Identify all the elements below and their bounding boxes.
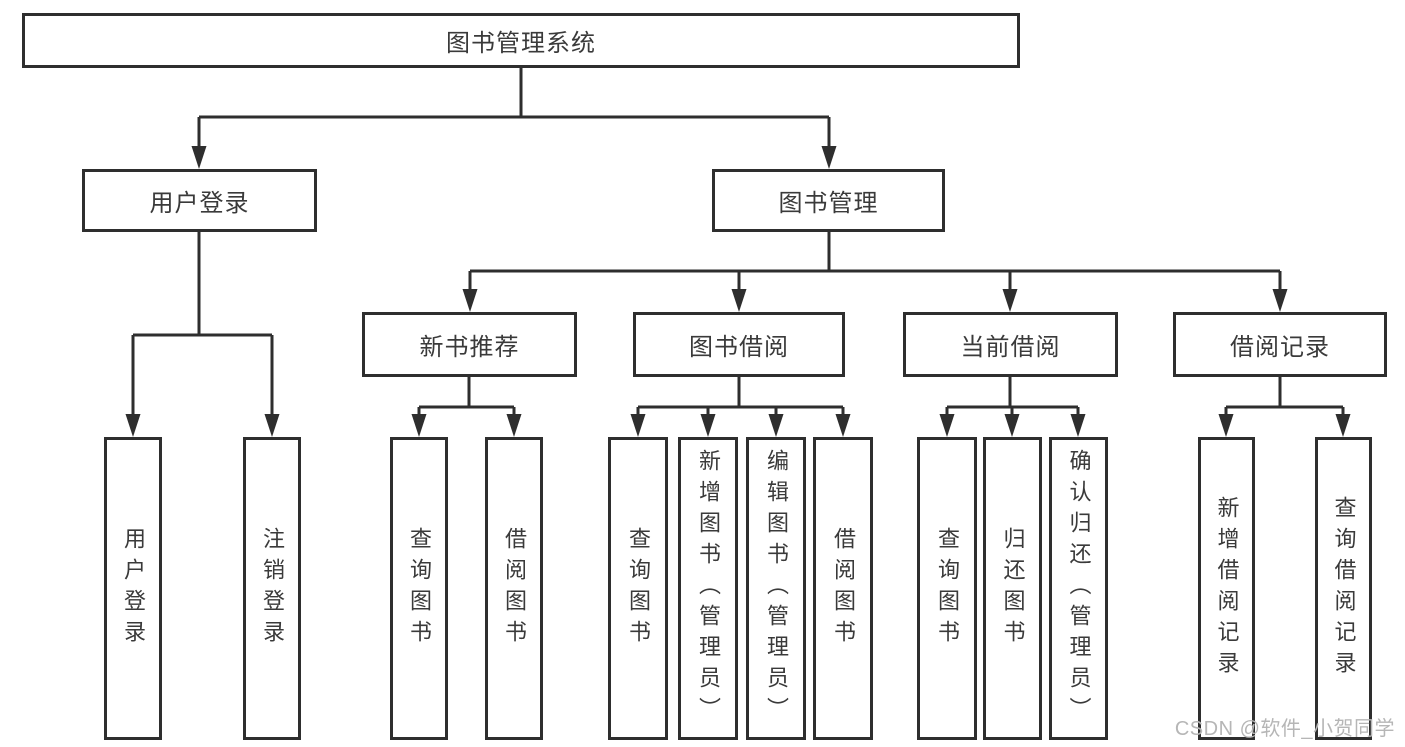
leaf-add-books-admin: 新增图书（管理员） — [678, 437, 738, 740]
node-current-borrowing-label: 当前借阅 — [960, 334, 1061, 361]
node-library-management-system-label: 图书管理系统 — [446, 30, 596, 57]
node-borrowing-records-label: 借阅记录 — [1230, 334, 1330, 361]
leaf-borrow-books-recommend-label: 借阅图书 — [502, 526, 527, 651]
leaf-query-books-borrowing-label: 查询图书 — [626, 526, 651, 651]
leaf-query-books-recommend-label: 查询图书 — [407, 526, 432, 651]
leaf-add-books-admin-label: 新增图书（管理员） — [696, 449, 721, 728]
node-current-borrowing: 当前借阅 — [903, 312, 1118, 377]
leaf-confirm-return-admin-label: 确认归还（管理员） — [1066, 449, 1092, 728]
node-user-login-label: 用户登录 — [149, 190, 250, 217]
leaf-query-borrow-record: 查询借阅记录 — [1315, 437, 1372, 740]
node-new-book-recommendation: 新书推荐 — [362, 312, 577, 377]
leaf-logout: 注销登录 — [243, 437, 301, 740]
node-book-management-label: 图书管理 — [778, 190, 879, 217]
node-book-borrowing-label: 图书借阅 — [689, 334, 789, 361]
leaf-query-books-current: 查询图书 — [917, 437, 977, 740]
node-user-login: 用户登录 — [82, 169, 317, 232]
node-book-borrowing: 图书借阅 — [633, 312, 845, 377]
leaf-query-books-borrowing: 查询图书 — [608, 437, 668, 740]
leaf-query-books-recommend: 查询图书 — [390, 437, 448, 740]
leaf-borrow-books-recommend: 借阅图书 — [485, 437, 543, 740]
leaf-edit-books-admin-label: 编辑图书（管理员） — [764, 449, 789, 728]
node-book-management: 图书管理 — [712, 169, 945, 232]
leaf-return-books-label: 归还图书 — [1000, 526, 1026, 651]
leaf-query-borrow-record-label: 查询借阅记录 — [1331, 495, 1357, 682]
leaf-user-login: 用户登录 — [104, 437, 162, 740]
node-borrowing-records: 借阅记录 — [1173, 312, 1387, 377]
leaf-confirm-return-admin: 确认归还（管理员） — [1049, 437, 1108, 740]
leaf-borrow-books-label: 借阅图书 — [831, 526, 856, 651]
leaf-logout-label: 注销登录 — [260, 526, 285, 651]
leaf-add-borrow-record-label: 新增借阅记录 — [1214, 495, 1240, 682]
leaf-user-login-label: 用户登录 — [121, 526, 146, 651]
leaf-edit-books-admin: 编辑图书（管理员） — [746, 437, 806, 740]
leaf-add-borrow-record: 新增借阅记录 — [1198, 437, 1255, 740]
leaf-borrow-books: 借阅图书 — [813, 437, 873, 740]
node-new-book-recommendation-label: 新书推荐 — [419, 334, 520, 361]
leaf-return-books: 归还图书 — [983, 437, 1042, 740]
node-library-management-system: 图书管理系统 — [22, 13, 1020, 68]
leaf-query-books-current-label: 查询图书 — [935, 526, 960, 651]
